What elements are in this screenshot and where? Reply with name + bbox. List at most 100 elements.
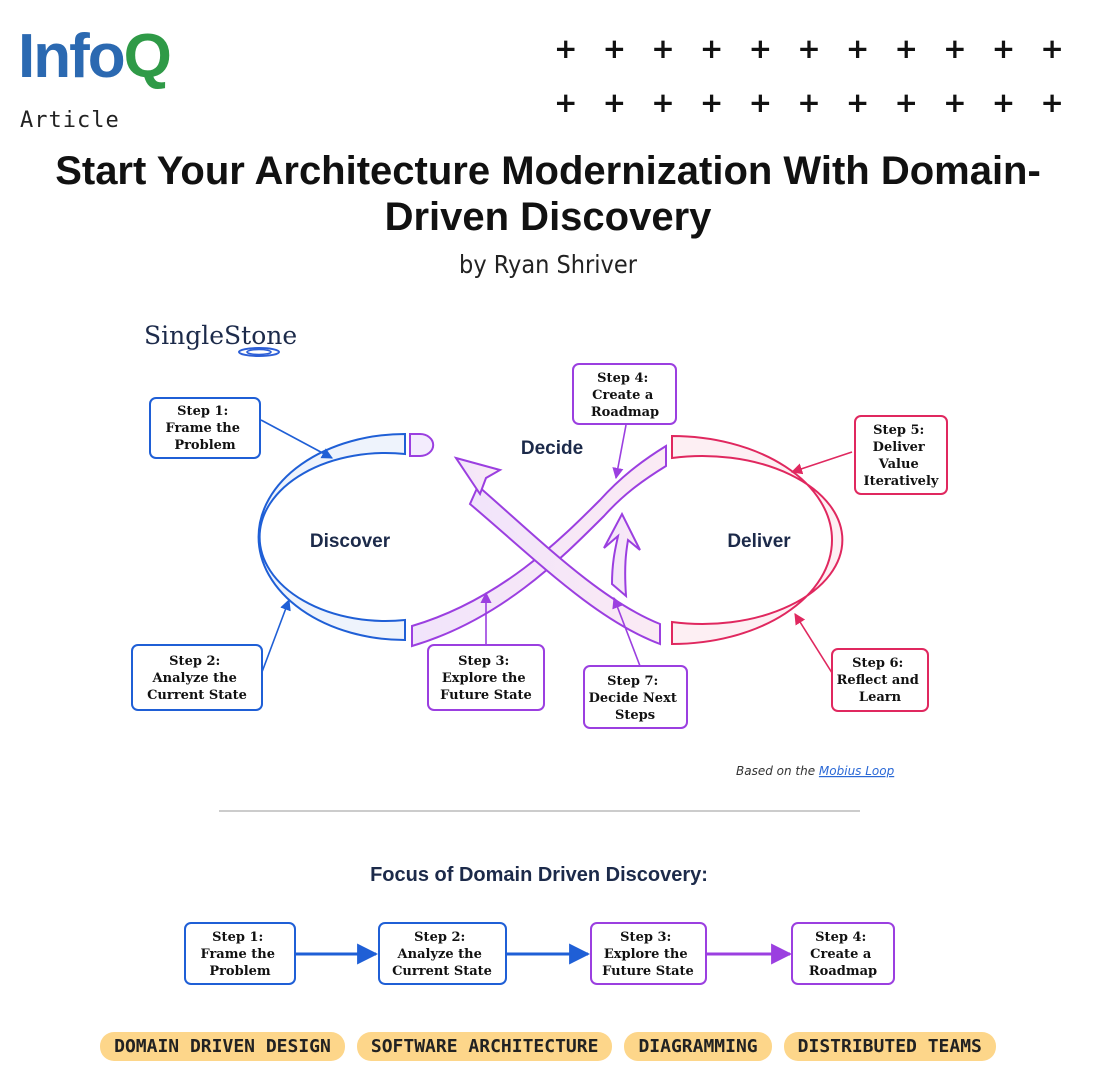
svg-text:Step 5: Deliver Va: Step 5: Deliver Value Iteratively [864,423,939,489]
step-label-line: Explore the [442,671,526,686]
plus-glyph: + [845,86,870,119]
step-label-line: Step 4: [597,371,648,386]
step-label-line: Value [878,457,919,472]
plus-glyph: + [602,86,627,119]
brand-name: SingleStone [144,321,297,350]
connector-step6 [794,613,835,677]
logo-info-text: Info [18,22,126,91]
step-box-3: Step 3: Explore the Future State [427,644,545,711]
plus-glyph: + [894,86,918,119]
flow-label-line: Future State [602,964,694,979]
step-box-5: Step 5: Deliver Value Iteratively [854,415,948,495]
step-label-line: Step 6: [852,656,903,671]
plus-glyph: + [797,86,821,119]
discover-loop-cap [409,433,435,457]
plus-glyph: + [943,32,967,65]
plus-glyph: + [991,86,1016,119]
plus-glyph: + [748,86,773,119]
flow-label-line: Step 2: [414,930,465,945]
flow-label-line: Roadmap [809,964,877,979]
flow-step-2: Step 2: Analyze the Current State [378,922,507,985]
tag-software-architecture[interactable]: SOFTWARE ARCHITECTURE [356,1032,613,1061]
tag-distributed-teams[interactable]: DISTRIBUTED TEAMS [783,1032,996,1061]
flow-label-line: Step 1: [212,930,263,945]
step-label-line: Step 1: [177,404,228,419]
svg-text:Step 4: Create a R: Step 4: Create a Roadmap [809,930,877,979]
article-title: Start Your Architecture Modernization Wi… [20,148,1076,240]
flow-label-line: Explore the [604,947,688,962]
plus-glyph: + [554,32,578,65]
step-box-7: Step 7: Decide Next Steps [583,665,688,729]
flow-label-line: Analyze the [397,947,482,962]
svg-text:Step 4: Create a R: Step 4: Create a Roadmap [591,371,659,420]
article-byline: by Ryan Shriver [459,250,637,279]
plus-glyph: + [1040,32,1064,65]
step-label-line: Frame the [165,421,240,436]
title-line-1: Start Your Architecture Modernization Wi… [55,149,1041,193]
decide-arrowhead-upleft-icon [453,456,503,497]
svg-text:Step 2: Analyze the: Step 2: Analyze the Current State [147,654,247,703]
flow-step-3: Step 3: Explore the Future State [590,922,707,985]
step-label-line: Analyze the [152,671,237,686]
step-label-line: Steps [615,708,655,723]
step-label-line: Decide Next [589,691,677,706]
svg-text:Step 7: Decide Next: Step 7: Decide Next Steps [589,674,682,723]
plus-pattern: + + + + + + + + + + + + + + + + + + + + … [554,22,1074,130]
tag-diagramming[interactable]: DIAGRAMMING [624,1032,772,1061]
connector-step5 [790,451,853,475]
plus-glyph: + [554,86,578,119]
step-label-line: Current State [147,688,247,703]
connector-step1 [260,419,333,459]
flow-step-1: Step 1: Frame the Problem [184,922,296,985]
plus-glyph: + [797,32,821,65]
deliver-loop-band [671,434,844,646]
step-label-line: Deliver [873,440,925,455]
connector-step7 [612,596,641,667]
step-label-line: Step 5: [873,423,924,438]
svg-text:Step 3: Explore the: Step 3: Explore the Future State [602,930,694,979]
title-line-2: Driven Discovery [384,195,712,239]
plus-glyph: + [748,32,773,65]
svg-text:Step 1: Frame the: Step 1: Frame the Problem [165,404,244,453]
step-label-line: Step 2: [169,654,220,669]
discover-loop-band [257,432,406,642]
plus-glyph: + [845,32,870,65]
flow-label-line: Step 4: [815,930,866,945]
mobius-loop-link[interactable]: Mobius Loop [819,764,895,778]
plus-glyph: + [1040,86,1064,119]
tag-domain-driven-design[interactable]: DOMAIN DRIVEN DESIGN [100,1032,345,1061]
svg-text:Step 1: Frame the: Step 1: Frame the Problem [200,930,279,979]
flow-label-line: Frame the [200,947,275,962]
step-box-1: Step 1: Frame the Problem [149,397,261,459]
plus-glyph: + [894,32,918,65]
svg-text:Step 6: Reflect and: Step 6: Reflect and Learn [837,656,924,705]
plus-glyph: + [699,32,724,65]
credit-prefix: Based on the [736,764,819,778]
plus-row-1: + + + + + + + + + + + [554,22,1064,76]
focus-title: Focus of Domain Driven Discovery: [370,864,708,886]
phase-discover: Discover [310,531,391,552]
plus-glyph: + [651,32,675,65]
step-label-line: Learn [859,690,902,705]
phase-decide: Decide [521,438,583,459]
step-label-line: Future State [440,688,532,703]
plus-row-2: + + + + + + + + + + + [554,76,1064,130]
next-steps-arrow [603,511,641,599]
singlestone-logo: SingleStone [144,321,297,357]
phase-deliver: Deliver [727,531,791,552]
tag-list: DOMAIN DRIVEN DESIGN SOFTWARE ARCHITECTU… [0,1032,1096,1061]
connector-step4 [612,424,627,480]
step-box-2: Step 2: Analyze the Current State [131,644,263,711]
step-label-line: Create a [592,388,654,403]
step-label-line: Reflect and [837,673,919,688]
step-label-line: Roadmap [591,405,659,420]
infoq-logo[interactable]: InfoQ [18,26,172,88]
connector-step2 [261,598,291,673]
step-label-line: Step 3: [458,654,509,669]
svg-text:Step 2: Analyze the: Step 2: Analyze the Current State [392,930,492,979]
logo-q-text: Q [123,22,172,91]
svg-text:Step 3: Explore the: Step 3: Explore the Future State [440,654,532,703]
ripple-icon [246,348,272,356]
step-label-line: Problem [174,438,236,453]
